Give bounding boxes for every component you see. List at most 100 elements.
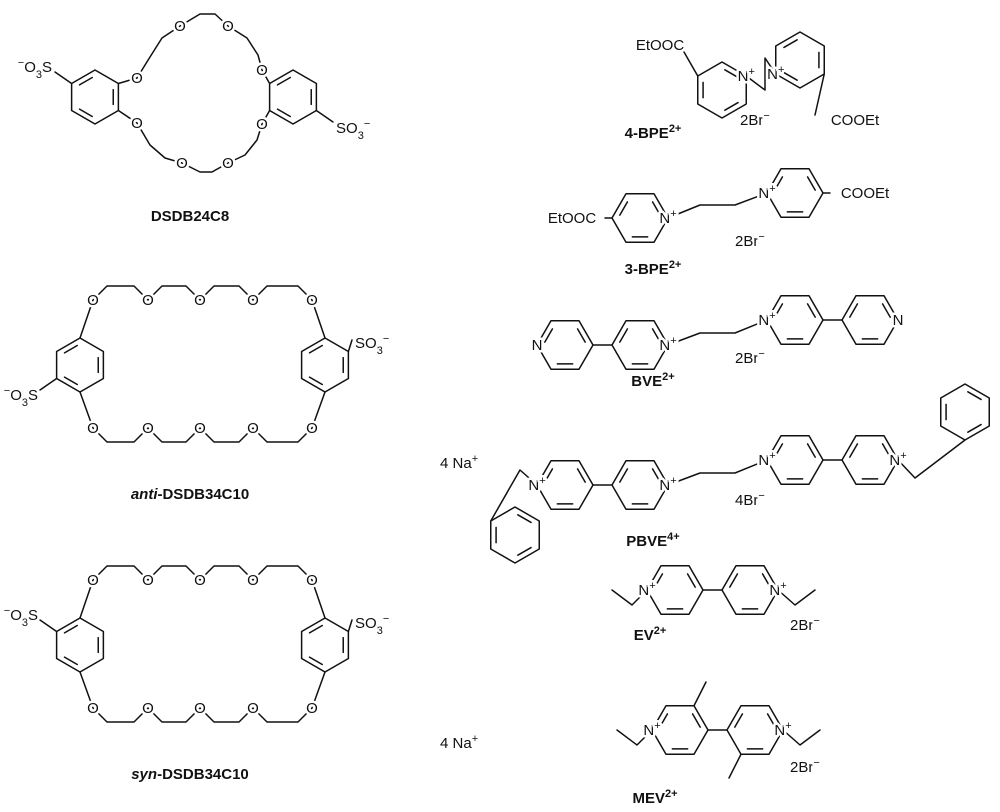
ester-group: EtOOC — [548, 210, 597, 227]
bond — [39, 619, 58, 633]
oxygen-atom-part: O — [87, 700, 99, 717]
oxygen-atom-part: O — [142, 572, 154, 589]
chain-bond — [667, 319, 768, 346]
oxygen-atom-part: O — [247, 700, 259, 717]
oxygen-atom: O — [194, 700, 206, 717]
oxygen-atom: O — [247, 292, 259, 309]
bromide-counterion-part: − — [758, 348, 764, 360]
oxygen-atom-part: O — [194, 572, 206, 589]
pyridinium-nitrogen: N+ — [643, 720, 660, 739]
oxygen-atom-part: O — [306, 700, 318, 717]
sulfonate-group-part: 3 — [36, 69, 42, 81]
sulfonate-group-part: − — [4, 385, 10, 397]
bond — [693, 681, 707, 707]
compound-label-dsdb24c8: DSDB24C8 — [151, 208, 229, 225]
bromide-counterion: 2Br− — [790, 615, 820, 634]
bromide-counterion-part: 2Br — [790, 617, 813, 634]
sulfonate-group: −O3S — [18, 57, 52, 81]
sodium-counterion: 4 Na+ — [440, 733, 478, 752]
oxygen-atom: O — [87, 292, 99, 309]
pyridinium-nitrogen-part: + — [778, 64, 784, 76]
bromide-counterion-part: 2Br — [735, 350, 758, 367]
ester-group: COOEt — [841, 185, 890, 202]
pyridinium-nitrogen-part: N — [758, 452, 769, 469]
oxygen-atom-part: O — [176, 155, 188, 172]
chain-bond — [79, 671, 326, 723]
sodium-counterion-part: 4 Na — [440, 735, 472, 752]
bromide-counterion-part: 2Br — [740, 112, 763, 129]
compound-label-pbve: PBVE4+ — [626, 531, 679, 550]
sulfonate-group-part: 3 — [377, 345, 383, 357]
pyridinium-ring — [775, 31, 825, 89]
oxygen-atom: O — [222, 18, 234, 35]
bond — [347, 619, 353, 633]
oxygen-atom: O — [306, 572, 318, 589]
pyridinium-nitrogen: N+ — [774, 720, 791, 739]
pyridinium-nitrogen-part: N — [659, 210, 670, 227]
pyridine-ring — [841, 295, 899, 345]
compound-label-ev-part: EV — [634, 627, 654, 644]
ester-group-part: EtOOC — [548, 210, 597, 227]
oxygen-atom-part: O — [222, 155, 234, 172]
bromide-counterion: 2Br− — [740, 110, 770, 129]
benzene-ring — [70, 69, 120, 125]
oxygen-atom-part: O — [194, 420, 206, 437]
sulfonate-group-part: SO — [355, 615, 377, 632]
bromide-counterion-part: 2Br — [790, 759, 813, 776]
oxygen-atom-part: O — [131, 115, 143, 132]
pyridinium-nitrogen-part: + — [649, 580, 655, 592]
sulfonate-group-part: S — [28, 387, 38, 404]
oxygen-atom-part: O — [256, 62, 268, 79]
chain-bond — [745, 57, 777, 91]
pyridinium-nitrogen-part: N — [528, 477, 539, 494]
pyridinium-nitrogen: N+ — [767, 64, 784, 83]
bond — [683, 51, 699, 77]
compound-label-mev-part: MEV — [632, 790, 665, 807]
ester-group-part: COOEt — [841, 185, 890, 202]
sulfonate-group-part: S — [28, 607, 38, 624]
bromide-counterion-part: − — [813, 615, 819, 627]
pyridinium-nitrogen-part: + — [780, 580, 786, 592]
compound-label-3-bpe-part: 2+ — [669, 259, 682, 271]
oxygen-atom: O — [247, 572, 259, 589]
oxygen-atom-part: O — [194, 292, 206, 309]
bond — [347, 339, 353, 353]
sulfonate-group: SO3− — [336, 118, 370, 142]
compound-label-4-bpe-part: 4-BPE — [625, 125, 669, 142]
sulfonate-group-part: − — [383, 333, 389, 345]
compound-label-ev-part: 2+ — [654, 625, 667, 637]
oxygen-atom: O — [306, 292, 318, 309]
bromide-counterion-part: − — [763, 110, 769, 122]
pyridinium-nitrogen: N+ — [528, 475, 545, 494]
sulfonate-group-part: − — [4, 605, 10, 617]
compound-label-syn-dsdb34c10-part: -DSDB34C10 — [157, 766, 249, 783]
sulfonate-group: SO3− — [355, 333, 389, 357]
benzene-ring — [268, 69, 318, 125]
sulfonate-group-part: 3 — [377, 625, 383, 637]
oxygen-atom-part: O — [306, 572, 318, 589]
sodium-counterion-part: + — [472, 733, 478, 745]
chain-bond — [667, 459, 768, 486]
oxygen-atom: O — [87, 700, 99, 717]
oxygen-atom: O — [247, 420, 259, 437]
pyridinium-nitrogen-part: N — [774, 722, 785, 739]
oxygen-atom-part: O — [142, 420, 154, 437]
oxygen-atom-part: O — [256, 116, 268, 133]
benzene-ring — [55, 617, 105, 673]
chain-bond — [616, 729, 653, 746]
sodium-counterion-part: 4 Na — [440, 455, 472, 472]
compound-label-dsdb24c8-part: DSDB24C8 — [151, 208, 229, 225]
oxygen-atom: O — [142, 700, 154, 717]
pyridinium-nitrogen-part: N — [769, 582, 780, 599]
chain-bond — [782, 729, 821, 746]
sulfonate-group-part: O — [10, 387, 22, 404]
chain-bond — [897, 439, 966, 479]
compound-label-4-bpe-part: 2+ — [669, 123, 682, 135]
pyridinium-nitrogen: N+ — [758, 450, 775, 469]
sulfonate-group-part: 3 — [358, 130, 364, 142]
ester-group-part: COOEt — [831, 112, 880, 129]
sulfonate-group: SO3− — [355, 613, 389, 637]
pyridine-nitrogen: N — [532, 337, 543, 354]
oxygen-atom-part: O — [306, 292, 318, 309]
